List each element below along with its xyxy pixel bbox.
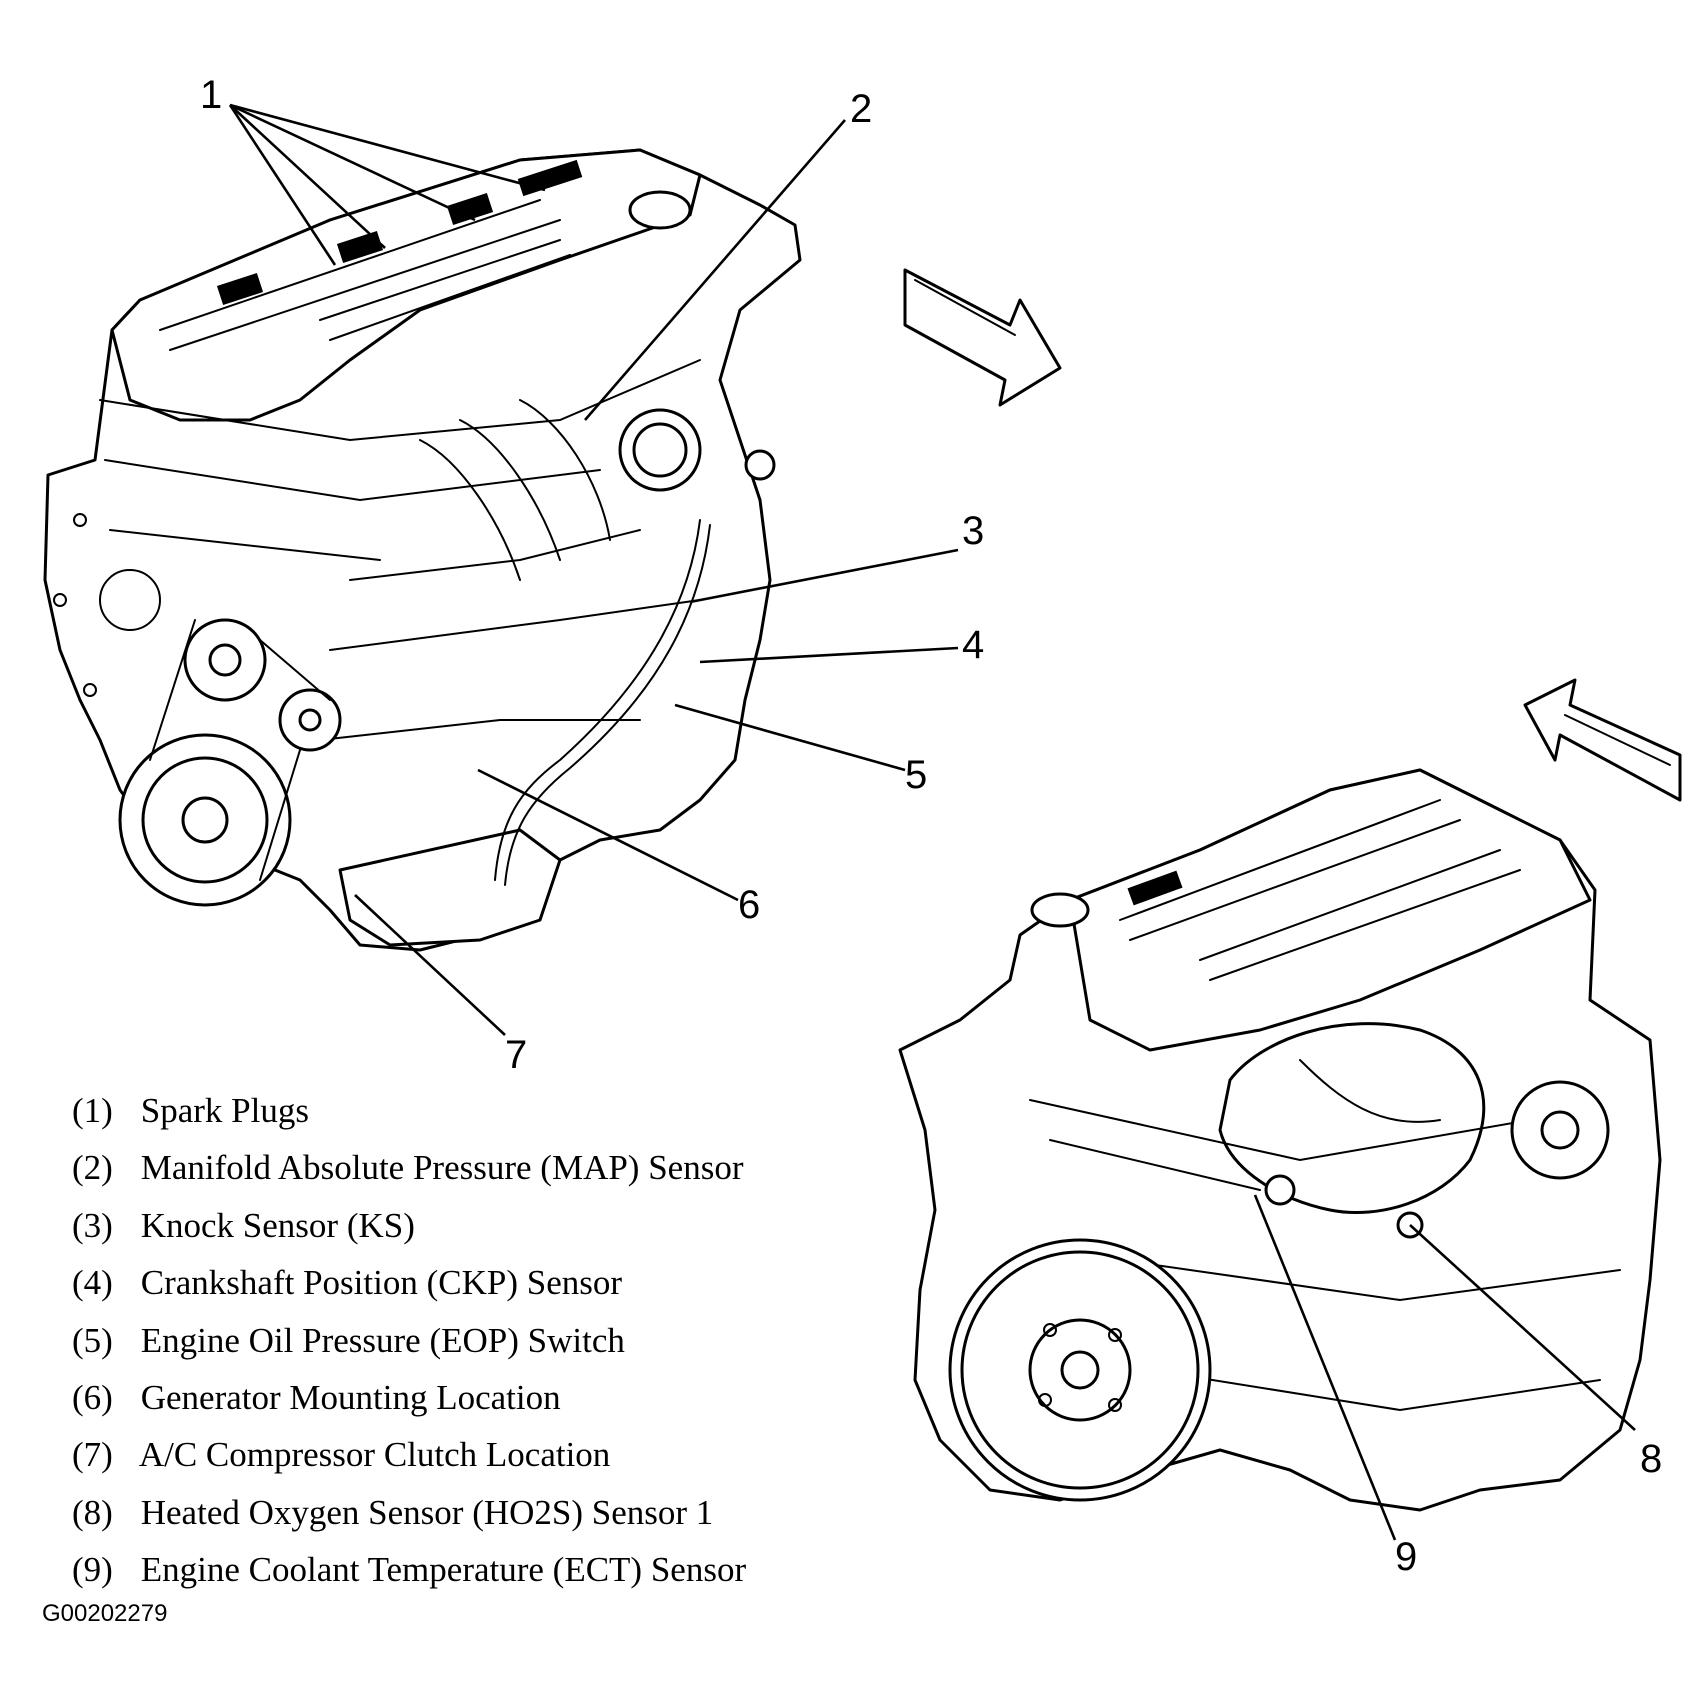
- legend-item-ect-sensor: (9) Engine Coolant Temperature (ECT) Sen…: [72, 1550, 747, 1590]
- legend-item-knock-sensor: (3) Knock Sensor (KS): [72, 1205, 415, 1245]
- component-legend: (1) Spark Plugs (2) Manifold Absolute Pr…: [72, 1082, 746, 1599]
- engine-rear-view: [898, 768, 1662, 1512]
- callout-3: 3: [962, 509, 984, 553]
- legend-item-spark-plugs: (1) Spark Plugs: [72, 1091, 309, 1130]
- callout-9: 9: [1395, 1535, 1417, 1579]
- callout-numbers: 1 2 3 4 5 6 7 8 9: [200, 73, 1662, 1579]
- callout-4: 4: [962, 623, 984, 667]
- legend-item-ho2s-sensor: (8) Heated Oxygen Sensor (HO2S) Sensor 1: [72, 1492, 714, 1532]
- callout-6: 6: [738, 883, 760, 927]
- figure-id: G00202279: [42, 1600, 168, 1627]
- direction-arrow-rear: [1523, 678, 1682, 802]
- legend-item-map-sensor: (2) Manifold Absolute Pressure (MAP) Sen…: [72, 1148, 744, 1188]
- legend-item-eop-switch: (5) Engine Oil Pressure (EOP) Switch: [72, 1320, 625, 1360]
- callout-8: 8: [1640, 1437, 1662, 1481]
- callout-2: 2: [850, 87, 872, 131]
- leader-lines: [228, 103, 1636, 1541]
- legend-item-ckp-sensor: (4) Crankshaft Position (CKP) Sensor: [72, 1263, 622, 1303]
- legend-item-ac-clutch: (7) A/C Compressor Clutch Location: [72, 1435, 611, 1475]
- direction-arrow-front: [903, 268, 1062, 407]
- callout-1: 1: [200, 73, 222, 117]
- legend-item-generator: (6) Generator Mounting Location: [72, 1378, 561, 1418]
- callout-7: 7: [505, 1033, 527, 1077]
- engine-front-view: [43, 148, 802, 952]
- callout-5: 5: [905, 753, 927, 797]
